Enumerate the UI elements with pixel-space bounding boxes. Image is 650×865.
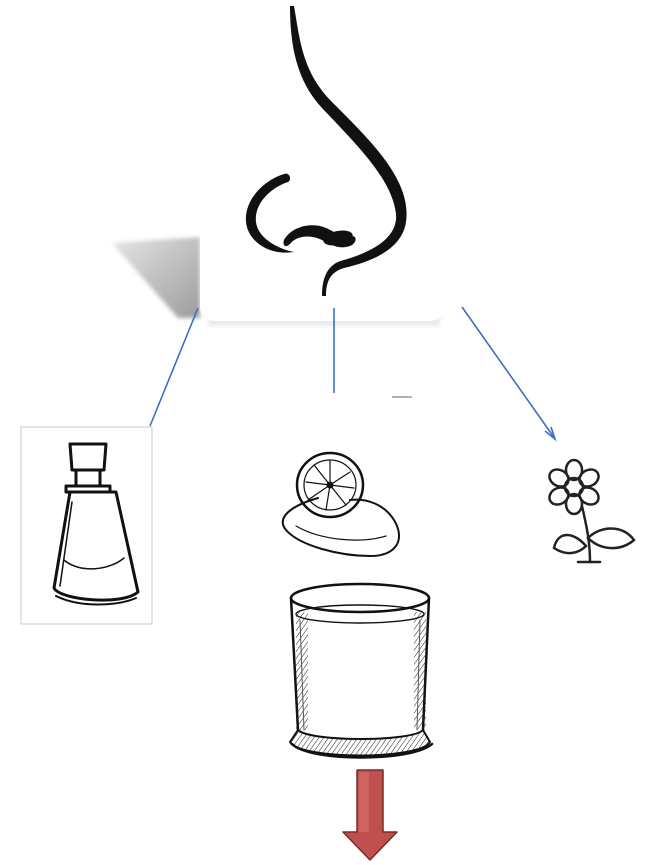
nose-card <box>112 5 445 326</box>
lemon-icon <box>283 453 399 556</box>
flower-source <box>546 460 634 562</box>
connector-right <box>462 307 553 436</box>
water-glass <box>290 584 432 758</box>
connector-left <box>150 308 198 426</box>
card-shadow <box>112 237 200 318</box>
flower-icon <box>546 460 634 562</box>
connectors <box>150 307 555 439</box>
down-arrow-icon <box>343 770 397 860</box>
perfume-source <box>21 427 152 624</box>
water-glass-icon <box>290 584 432 758</box>
card-body <box>200 5 445 321</box>
lemon-source <box>283 453 399 556</box>
